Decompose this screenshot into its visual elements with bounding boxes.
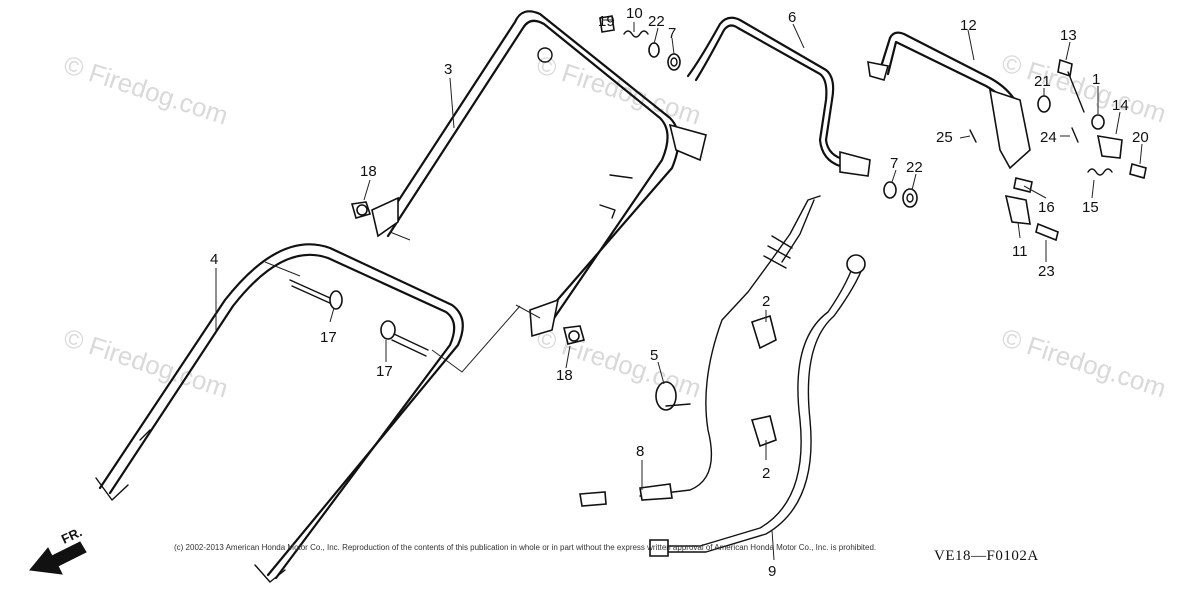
part-7-bushing-a [667,53,681,71]
reference-lines [264,231,541,373]
part-9-throttle-cable [649,254,866,557]
part-6-control-rod [686,16,871,177]
part-2-cable-clamp-a [751,314,777,350]
part-5-cable-clamp [655,381,691,411]
callout-17-b: 17 [376,363,393,380]
part-12-lever [867,31,1031,170]
callout-9: 9 [768,563,776,580]
part-2-cable-clamp-b [750,415,777,448]
callout-11: 11 [1012,243,1028,260]
part-21-washer [1037,95,1051,113]
part-18-flange-nut-b [563,325,585,345]
callout-2-b: 2 [762,465,770,482]
callout-12: 12 [960,17,977,34]
diagram-code: VE18—F0102A [934,548,1039,564]
callout-20: 20 [1132,129,1149,146]
callout-21: 21 [1034,73,1051,90]
part-13-rod [1057,58,1085,113]
part-10-spring [623,30,649,38]
watermark-top-left: © Firedog.com [60,49,232,130]
part-18-flange-nut-a [350,201,372,219]
callout-14: 14 [1112,97,1129,114]
callout-5: 5 [650,347,658,364]
front-arrow-icon [29,541,87,575]
callout-10: 10 [626,5,643,22]
callout-3: 3 [444,61,452,78]
part-23-pin [1035,222,1059,242]
part-7-bushing-b [883,181,897,199]
part-25-pin [969,129,977,143]
copyright-notice: (c) 2002-2013 American Honda Motor Co., … [174,543,876,552]
watermark-mid-center: © Firedog.com [533,322,705,403]
part-22-washer-a [648,42,660,58]
callout-1: 1 [1092,71,1100,88]
callout-13: 13 [1060,27,1077,44]
part-3-upper-handle [371,10,707,338]
callout-17-a: 17 [320,329,337,346]
front-direction-indicator: FR. [29,524,87,575]
callout-22-a: 22 [648,13,665,30]
part-24-pin [1071,127,1079,143]
callout-2-a: 2 [762,293,770,310]
callout-25: 25 [936,129,953,146]
part-15-spring [1087,168,1113,176]
leader-lines [215,19,1143,561]
callout-8: 8 [636,443,644,460]
watermark-mid-left: © Firedog.com [60,322,232,403]
callout-15: 15 [1082,199,1099,216]
callout-18-a: 18 [360,163,377,180]
part-11-plate [1004,194,1031,225]
part-14-bracket [1096,135,1123,159]
callout-16: 16 [1038,199,1055,216]
callout-7-b: 7 [890,155,898,172]
callout-6: 6 [788,9,796,26]
callout-4: 4 [210,251,218,268]
part-8-clutch-cable [579,195,821,507]
callout-labels: 3 4 18 17 17 18 19 10 22 7 6 12 13 1 21 … [210,5,1149,580]
watermark-mid-right: © Firedog.com [998,322,1170,403]
callout-19: 19 [598,13,615,30]
part-16-bolt [1013,177,1033,193]
callout-18-b: 18 [556,367,573,384]
callout-7-a: 7 [668,25,676,42]
part-22-washer-b [902,188,918,208]
callout-23: 23 [1038,263,1055,280]
callout-22-b: 22 [906,159,923,176]
part-4-lower-handle [95,243,464,583]
callout-24: 24 [1040,129,1057,146]
part-20-bolt [1129,162,1147,180]
part-17-bolt-b [380,320,429,357]
part-17-bolt-a [289,279,343,310]
part-1-nut [1091,114,1105,130]
